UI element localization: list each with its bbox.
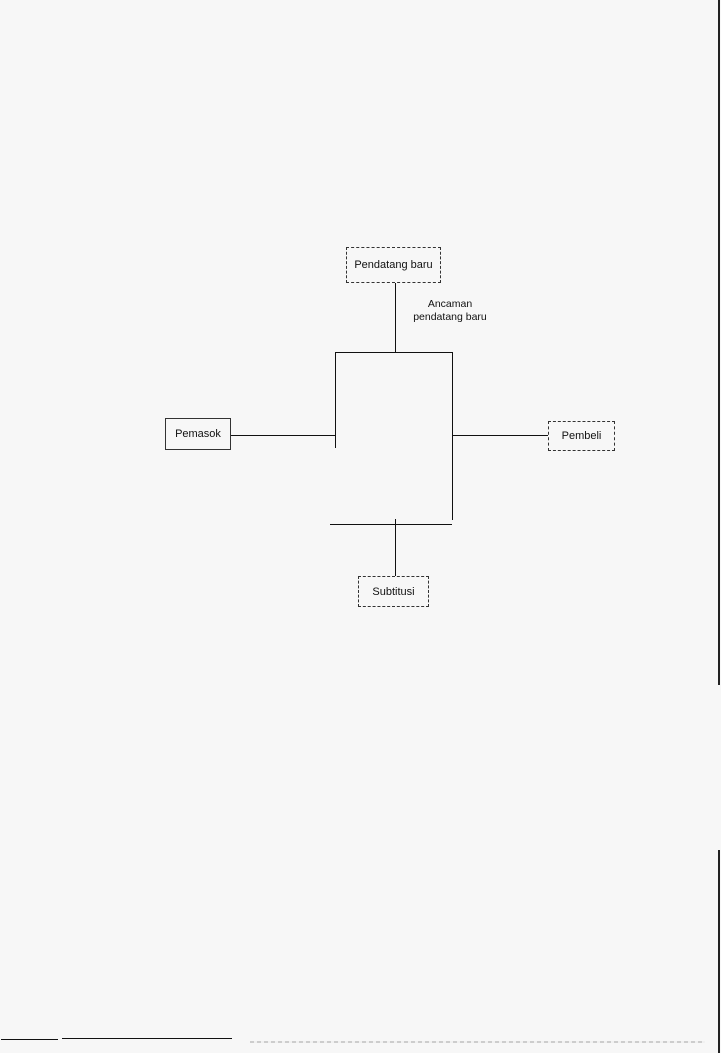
connector-bottom	[395, 519, 396, 576]
edge-label-ancaman: Ancaman pendatang baru	[410, 298, 490, 324]
bracket-bottom	[330, 524, 452, 525]
footnote-rule-long	[62, 1038, 232, 1039]
node-pembeli: Pembeli	[548, 421, 615, 451]
scan-edge-upper	[718, 0, 720, 685]
node-pendatang-baru: Pendatang baru	[346, 247, 441, 283]
footnote-rule-short	[1, 1039, 58, 1040]
connector-right	[452, 435, 548, 436]
node-subtitusi: Subtitusi	[358, 576, 429, 607]
edge-label-line1: Ancaman	[427, 298, 473, 310]
connector-top	[395, 283, 396, 353]
bracket-right	[452, 352, 453, 520]
edge-label-line2: pendatang baru	[413, 311, 487, 323]
scan-noise	[250, 1041, 705, 1043]
bracket-left	[335, 352, 336, 448]
node-pemasok: Pemasok	[165, 418, 231, 450]
bracket-top	[335, 352, 453, 353]
scan-edge-lower	[718, 850, 720, 1053]
connector-left	[231, 435, 335, 436]
